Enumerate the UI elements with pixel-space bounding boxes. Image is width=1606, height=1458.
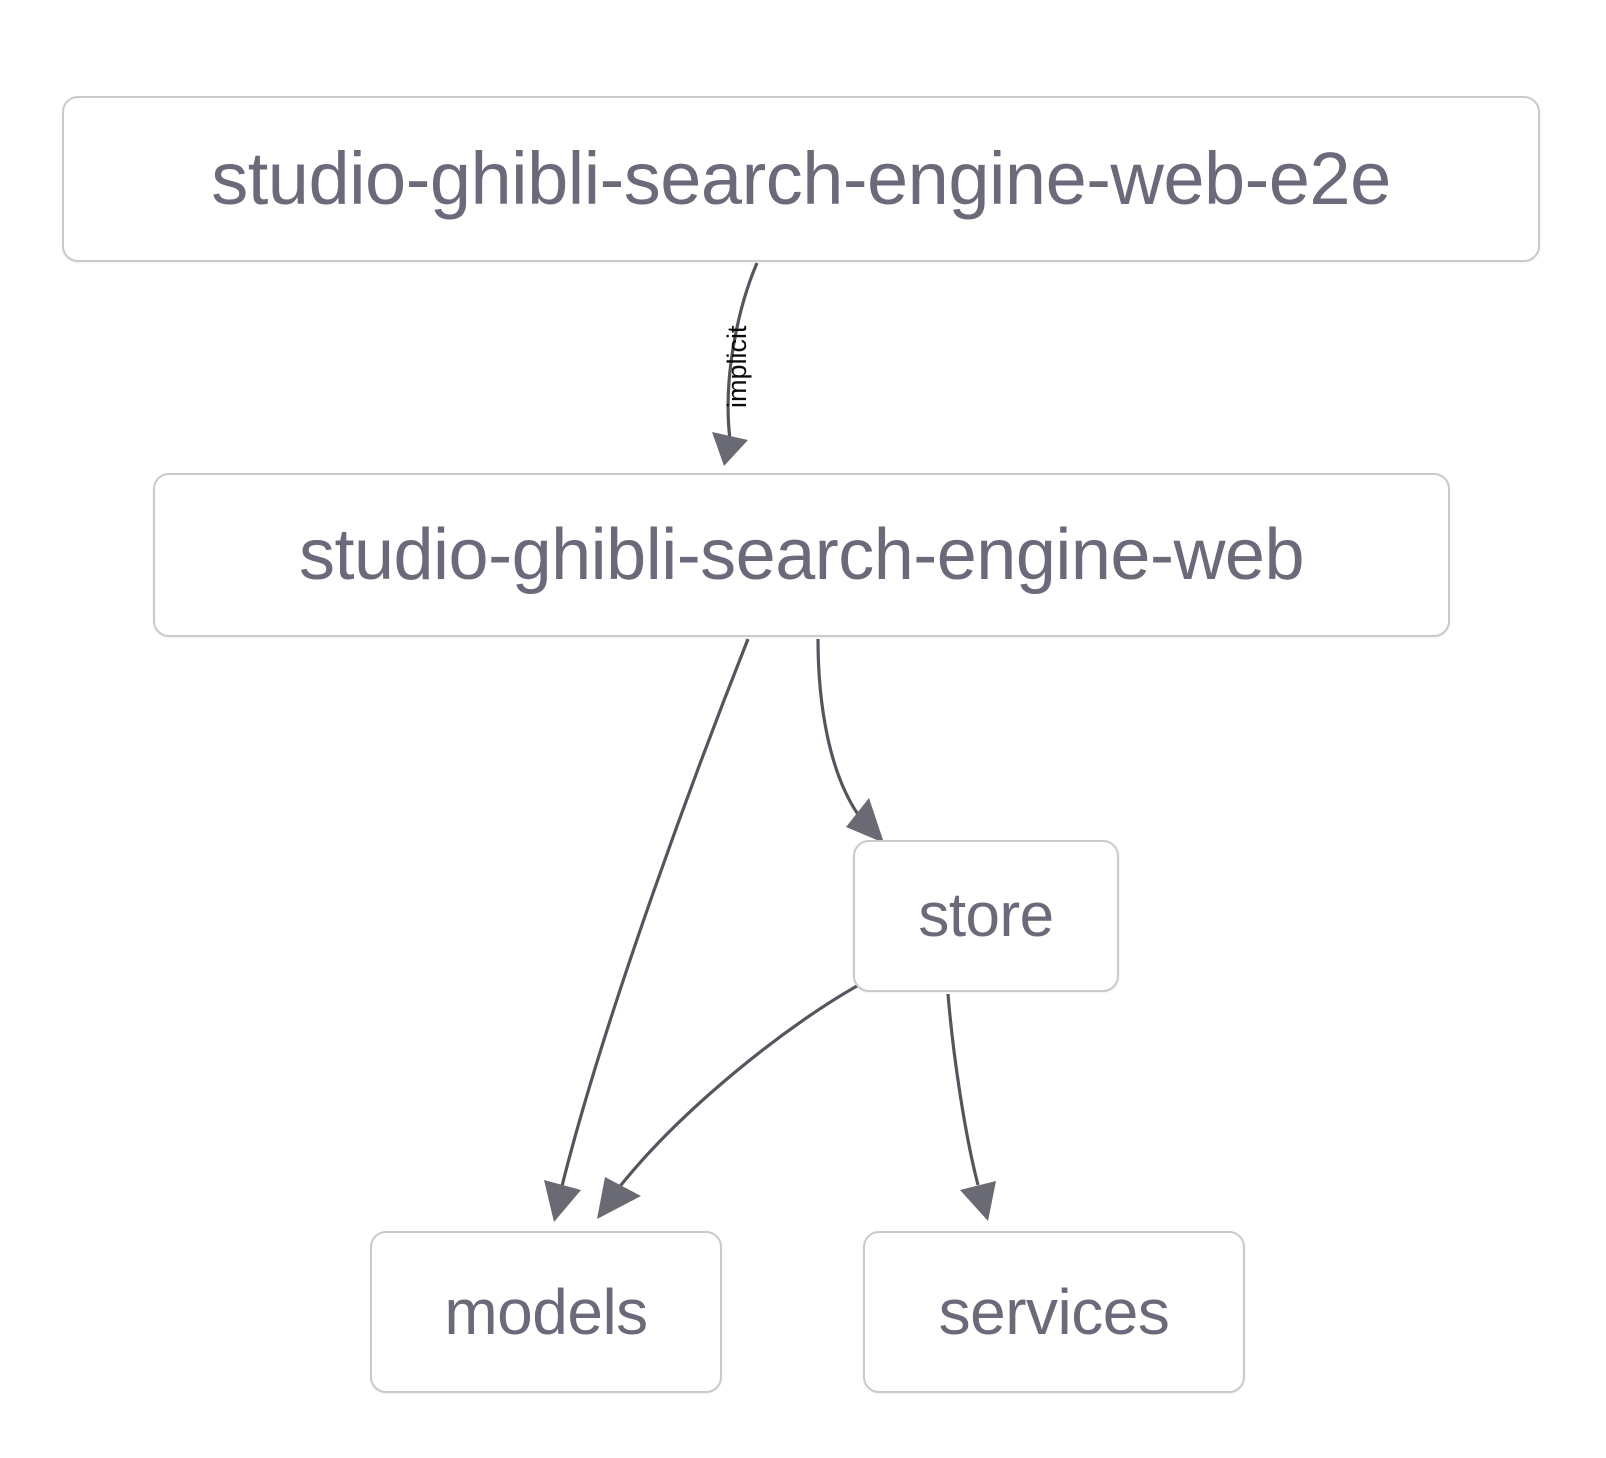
node-services[interactable]: services [863, 1231, 1245, 1393]
arrowhead-web-to-models [544, 1180, 581, 1222]
arrowhead-store-to-models [597, 1177, 641, 1219]
edge-store-to-models [597, 979, 867, 1219]
arrowhead-web-to-store [846, 798, 884, 843]
edge-web-to-store [816, 638, 884, 843]
node-studio-ghibli-search-engine-web-e2e[interactable]: studio-ghibli-search-engine-web-e2e [62, 96, 1540, 262]
arrowhead-root-to-web [712, 432, 748, 466]
node-label: store [918, 881, 1054, 950]
node-label: services [938, 1276, 1170, 1348]
edge-store-to-services [946, 993, 996, 1221]
node-store[interactable]: store [853, 840, 1119, 992]
node-studio-ghibli-search-engine-web[interactable]: studio-ghibli-search-engine-web [153, 473, 1450, 637]
edge-root-to-web [712, 262, 759, 466]
node-label: models [444, 1276, 648, 1348]
arrowhead-store-to-services [960, 1181, 996, 1221]
node-label: studio-ghibli-search-engine-web-e2e [211, 137, 1391, 220]
edge-web-to-models [544, 638, 750, 1222]
node-label: studio-ghibli-search-engine-web [298, 515, 1305, 595]
node-models[interactable]: models [370, 1231, 722, 1393]
edge-label-implicit: implicit [722, 325, 752, 408]
